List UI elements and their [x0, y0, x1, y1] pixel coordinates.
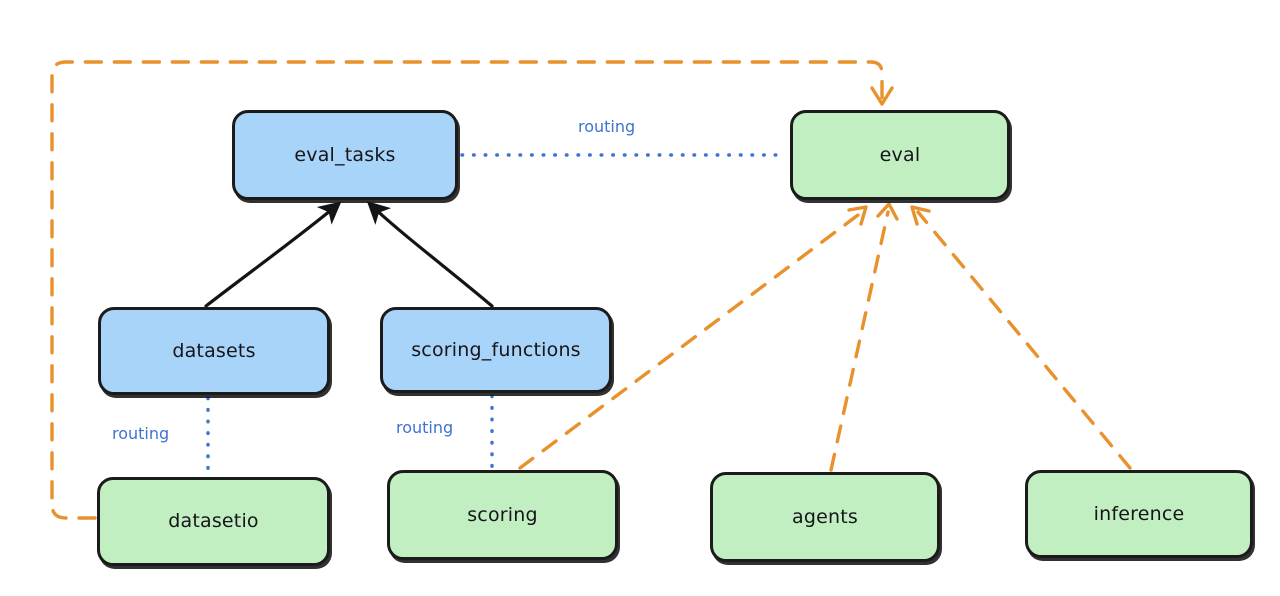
node-scoring[interactable]: scoring [387, 470, 618, 560]
node-label: agents [792, 505, 858, 528]
edge-label-routing-eval-tasks: routing [578, 117, 636, 136]
node-datasets[interactable]: datasets [98, 307, 330, 395]
node-eval[interactable]: eval [790, 110, 1010, 200]
edge-eval-depends-on-datasetio [50, 60, 894, 520]
edge-datasets-to-eval-tasks [204, 201, 342, 308]
node-inference[interactable]: inference [1025, 470, 1253, 558]
node-label: eval_tasks [294, 143, 396, 166]
node-label: eval [879, 143, 921, 166]
edge-inference-to-eval [910, 205, 1132, 470]
node-label: datasets [172, 339, 256, 362]
node-label: datasetio [168, 510, 259, 533]
node-datasetio[interactable]: datasetio [97, 477, 330, 566]
edge-label-routing-datasets: routing [112, 424, 170, 443]
node-label: scoring_functions [411, 338, 581, 361]
edge-scoring-functions-to-eval-tasks [366, 201, 494, 308]
node-eval-tasks[interactable]: eval_tasks [232, 110, 458, 200]
edge-label-routing-scoring-functions: routing [396, 418, 454, 437]
node-scoring-functions[interactable]: scoring_functions [380, 307, 612, 393]
edge-agents-to-eval [829, 202, 899, 472]
node-label: scoring [467, 503, 538, 526]
node-agents[interactable]: agents [710, 472, 940, 562]
node-label: inference [1093, 502, 1185, 525]
